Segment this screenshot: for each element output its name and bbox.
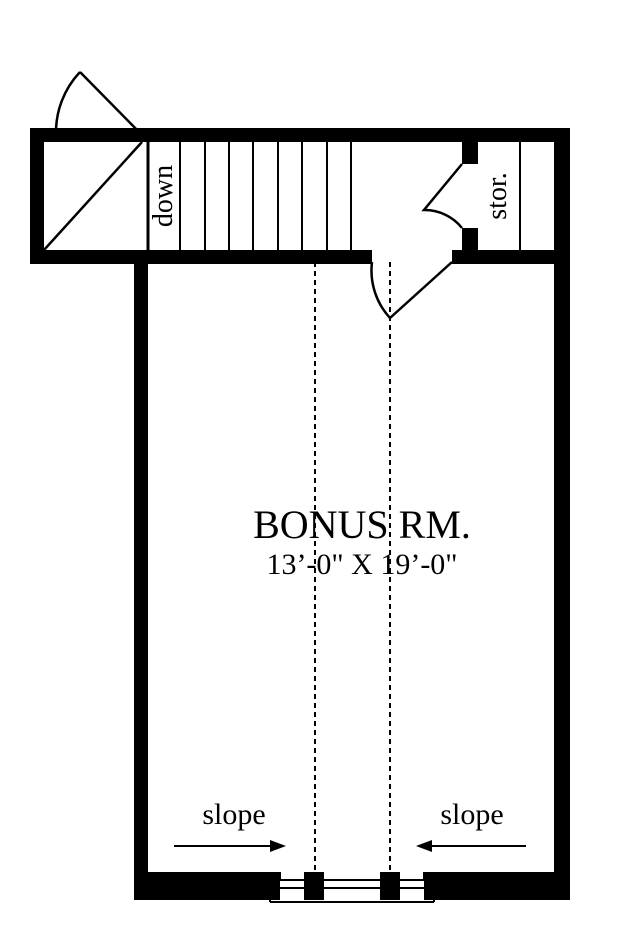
landing-diagonal xyxy=(43,141,143,251)
entry-door-swing xyxy=(54,71,81,136)
storage-wall-lower xyxy=(462,228,478,252)
stairs-label: down xyxy=(148,165,179,227)
entry-door-leaf[interactable] xyxy=(79,71,143,136)
room-door-swing xyxy=(370,261,391,319)
storage-door[interactable] xyxy=(421,163,463,229)
storage-door-swing xyxy=(421,163,463,229)
slope-arrow-right xyxy=(416,840,526,852)
room-door-leaf xyxy=(389,261,453,319)
room-left-wall xyxy=(134,250,148,900)
walls xyxy=(30,128,570,900)
bottom-wall-right xyxy=(424,872,570,900)
storage-bottom-wall xyxy=(452,250,568,264)
stair-treads xyxy=(179,142,352,250)
window-post-1 xyxy=(304,872,324,900)
top-wall-right xyxy=(138,128,570,142)
stair-bottom-wall xyxy=(134,250,372,264)
room-right-wall xyxy=(554,128,570,900)
landing-bottom-wall xyxy=(30,250,148,264)
storage-wall-upper xyxy=(462,140,478,164)
room-name: BONUS RM. xyxy=(253,502,471,547)
room-door[interactable] xyxy=(370,261,453,319)
slope-label-left: slope xyxy=(202,798,265,831)
top-wall-left xyxy=(30,128,142,142)
stair-landing xyxy=(43,71,143,251)
landing-left-wall xyxy=(30,128,44,264)
slope-arrow-left xyxy=(174,840,286,852)
room-dimensions: 13’-0" X 19’-0" xyxy=(266,548,457,581)
bottom-wall-left xyxy=(134,872,280,900)
slope-label-right: slope xyxy=(440,798,503,831)
window-post-2 xyxy=(380,872,400,900)
slope-lines xyxy=(314,262,391,872)
bottom-window xyxy=(269,872,435,903)
storage-label: stor. xyxy=(482,172,513,219)
